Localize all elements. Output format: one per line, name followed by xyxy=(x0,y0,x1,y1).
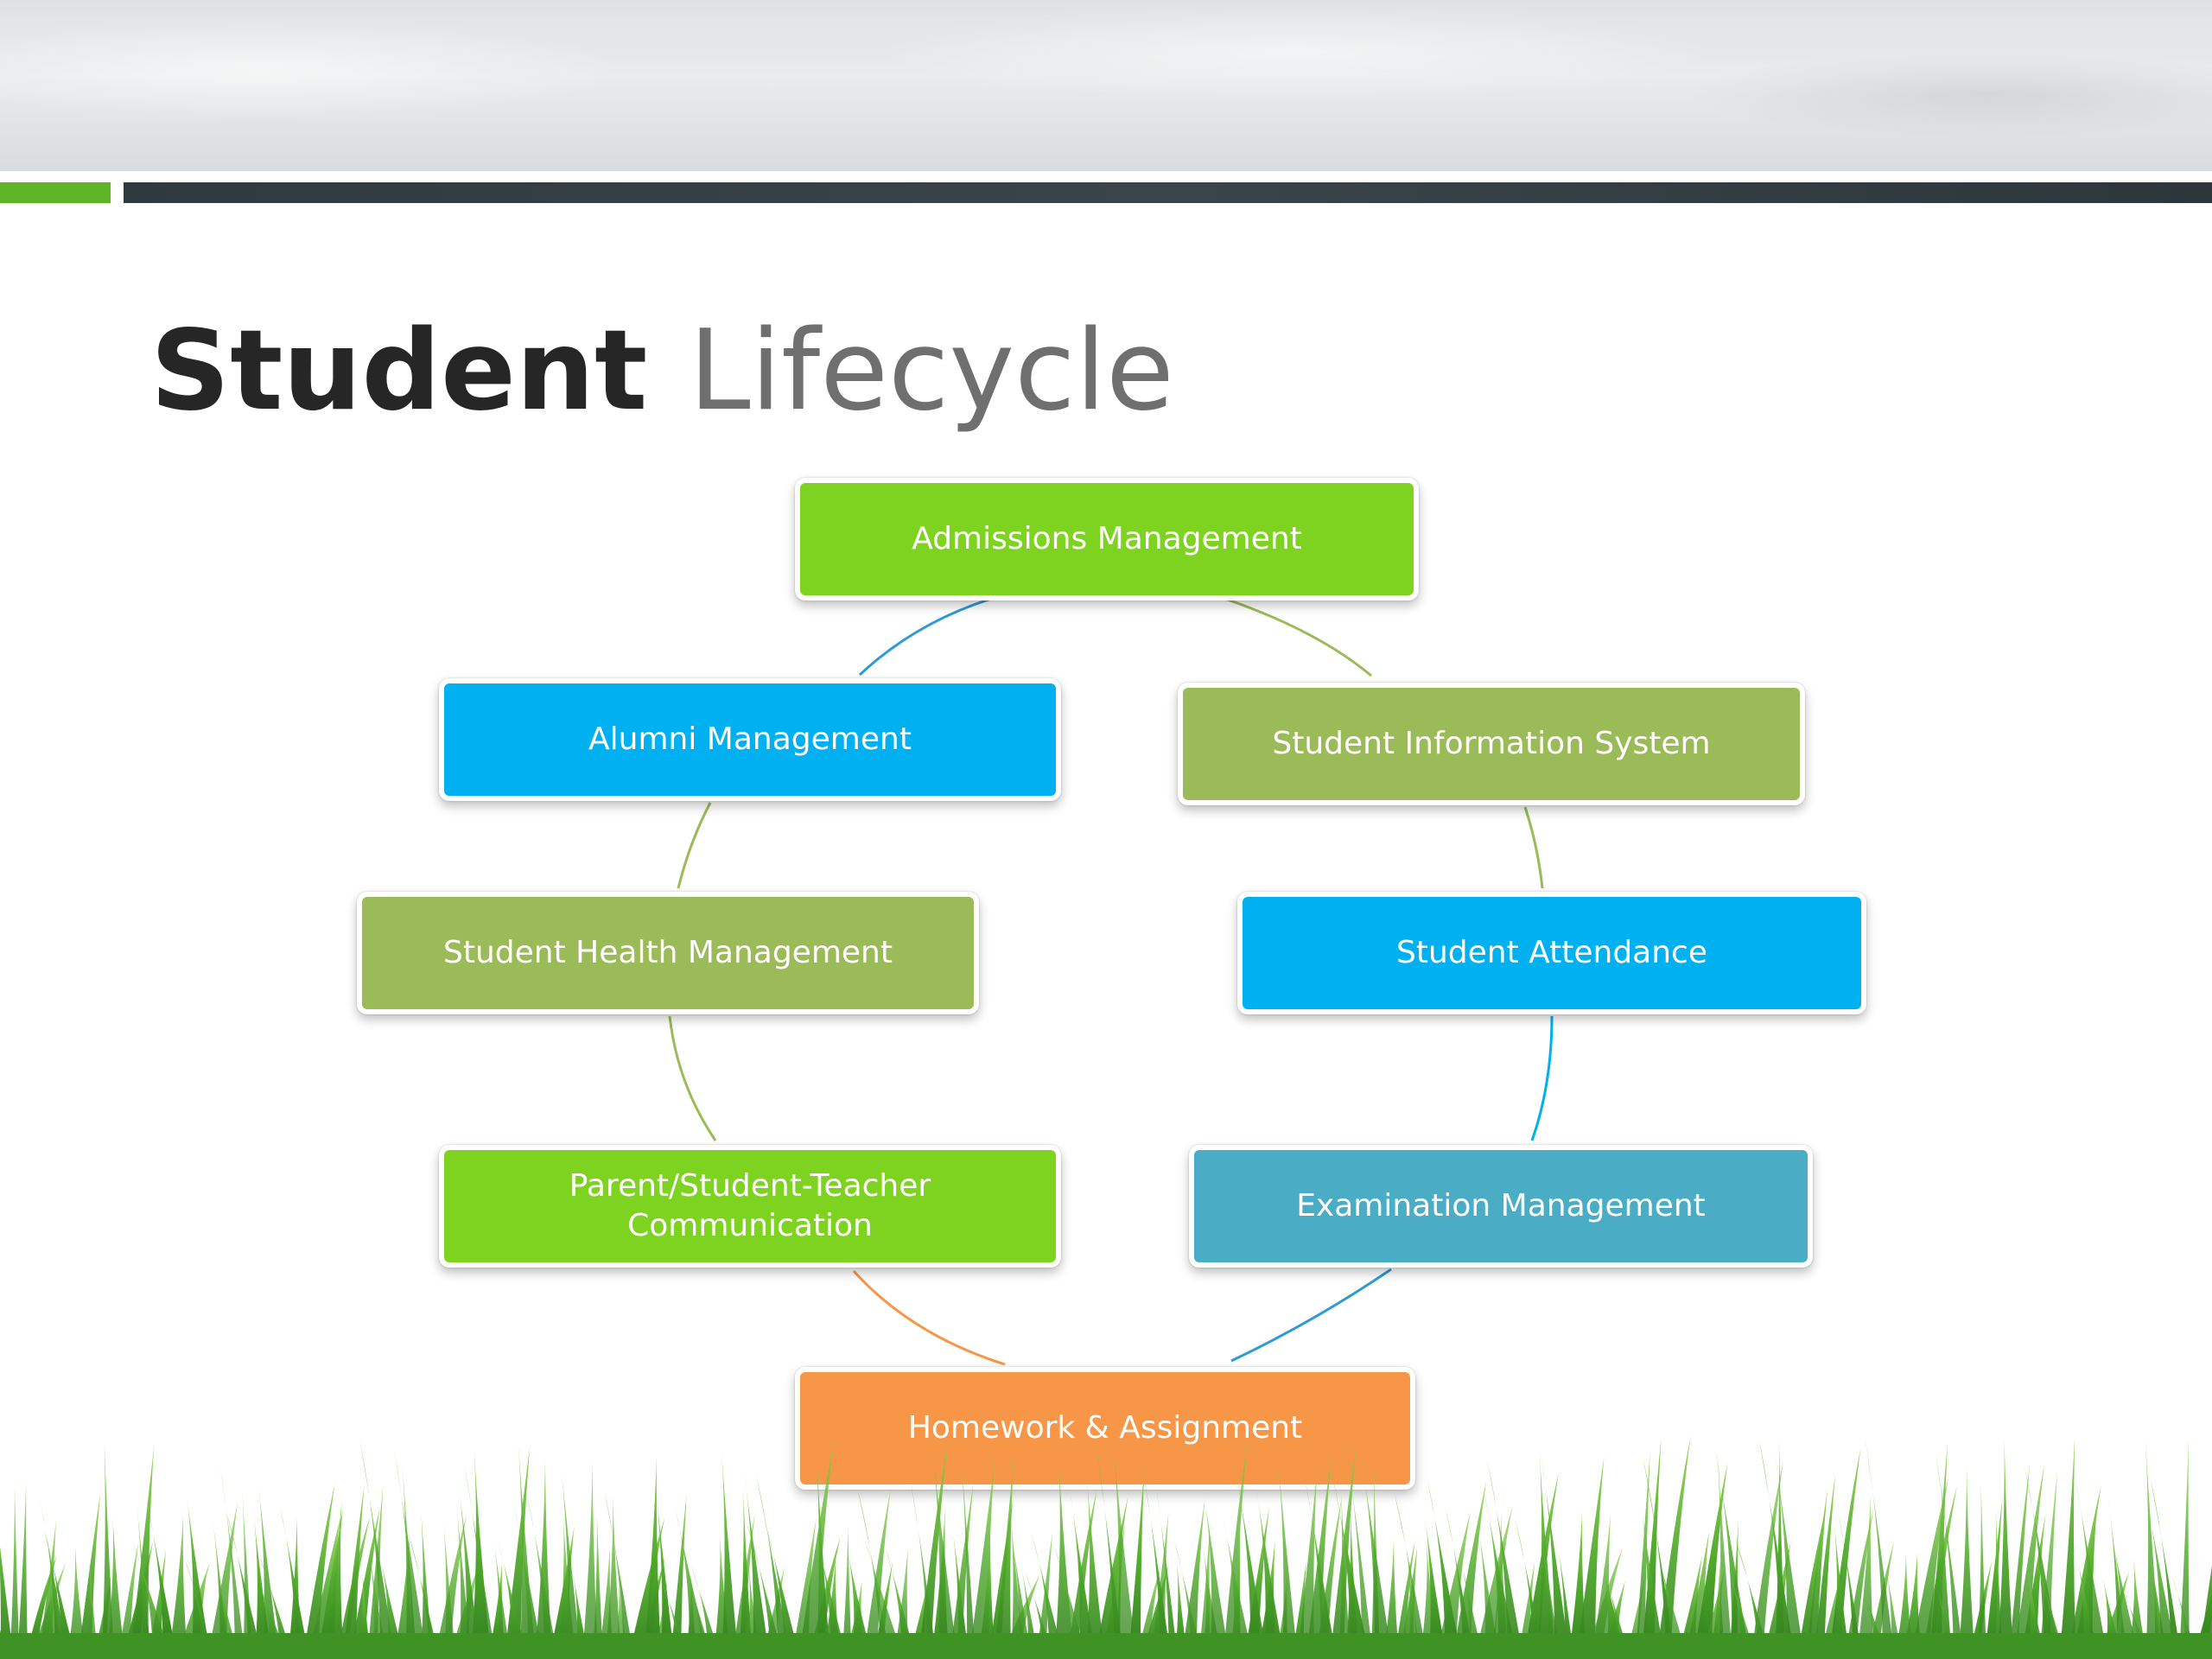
node-student-attendance[interactable]: Student Attendance xyxy=(1237,892,1866,1014)
node-examination-management[interactable]: Examination Management xyxy=(1189,1145,1813,1268)
top-banner xyxy=(0,0,2212,171)
node-student-information-system[interactable]: Student Information System xyxy=(1178,683,1805,805)
connector-sis-attendance xyxy=(1523,806,1544,889)
connector-attendance-examination xyxy=(1530,1015,1554,1141)
node-student-health-management[interactable]: Student Health Management xyxy=(357,892,979,1014)
connector-homework-communication xyxy=(852,1269,1006,1366)
node-homework-assignment[interactable]: Homework & Assignment xyxy=(795,1367,1415,1490)
connector-examination-homework xyxy=(1230,1268,1392,1363)
node-parent-student-teacher-communication[interactable]: Parent/Student-Teacher Communication xyxy=(439,1145,1061,1268)
connector-alumni-admissions xyxy=(858,596,995,677)
slide-title: Student Lifecycle xyxy=(150,302,1174,441)
connector-communication-health xyxy=(668,1015,717,1141)
title-light: Lifecycle xyxy=(689,307,1174,435)
grass-decoration xyxy=(0,1435,2212,1659)
connector-admissions-sis xyxy=(1224,597,1372,677)
accent-bar-dark xyxy=(124,182,2212,203)
node-alumni-management[interactable]: Alumni Management xyxy=(439,678,1061,801)
node-admissions-management[interactable]: Admissions Management xyxy=(795,478,1419,601)
accent-bar-green xyxy=(0,182,111,203)
connector-health-alumni xyxy=(677,802,712,889)
title-bold: Student xyxy=(150,307,648,435)
